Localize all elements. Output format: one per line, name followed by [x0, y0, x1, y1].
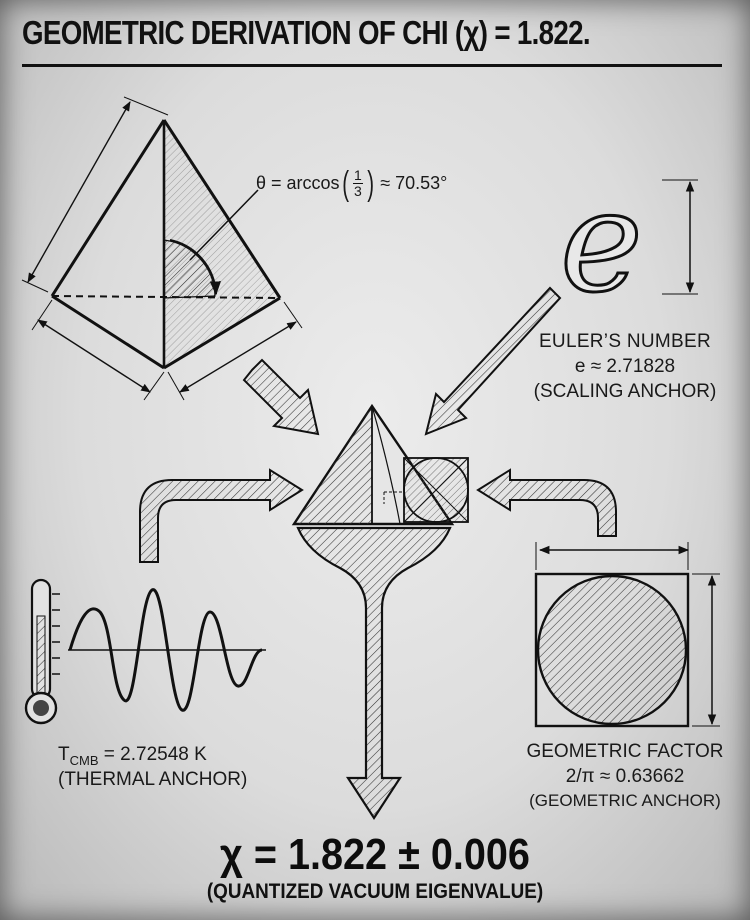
euler-symbol: e: [560, 161, 643, 324]
angle-suffix: ≈ 70.53°: [380, 173, 448, 193]
geometric-name: GEOMETRIC FACTOR: [526, 741, 724, 762]
angle-formula: θ = arccos ( 1 3 ) ≈ 70.53°: [256, 164, 448, 203]
central-combined-figure: [291, 403, 469, 526]
thermal-subscript: CMB: [69, 752, 99, 768]
thermal-number: = 2.72548 K: [103, 744, 207, 765]
arrow-from-euler: [424, 286, 562, 436]
geometric-role: (GEOMETRIC ANCHOR): [529, 791, 721, 810]
thermal-role: (THERMAL ANCHOR): [58, 769, 248, 790]
circle-in-square-figure: [534, 542, 720, 728]
geometric-value: 2/π ≈ 0.63662: [565, 766, 685, 787]
result-caption: (QUANTIZED VACUUM EIGENVALUE): [206, 880, 544, 903]
angle-denominator: 3: [353, 183, 362, 199]
thermal-symbol: T: [58, 744, 70, 765]
page-title: GEOMETRIC DERIVATION OF CHI (χ) = 1.822.: [22, 14, 591, 51]
euler-role: (SCALING ANCHOR): [533, 381, 717, 402]
angle-prefix: θ = arccos: [256, 173, 340, 193]
angle-numerator: 1: [353, 167, 362, 183]
arrow-from-tetrahedron: [242, 358, 320, 436]
euler-name: EULER’S NUMBER: [538, 331, 712, 352]
angle-fraction: 1 3: [352, 167, 363, 199]
tetrahedron-figure: [21, 96, 303, 401]
arrow-from-geometric: [476, 468, 617, 537]
euler-dimension: [662, 179, 698, 295]
arrow-from-thermal: [139, 468, 304, 563]
output-arrow: [296, 526, 452, 821]
cmb-wave: [68, 588, 266, 712]
title-underline: [22, 64, 722, 67]
euler-value: e ≈ 2.71828: [574, 356, 676, 377]
result-equation: χ = 1.822 ± 0.006: [220, 830, 530, 879]
thermometer-icon: [24, 578, 60, 725]
thermal-value: TCMB = 2.72548 K: [58, 744, 258, 768]
